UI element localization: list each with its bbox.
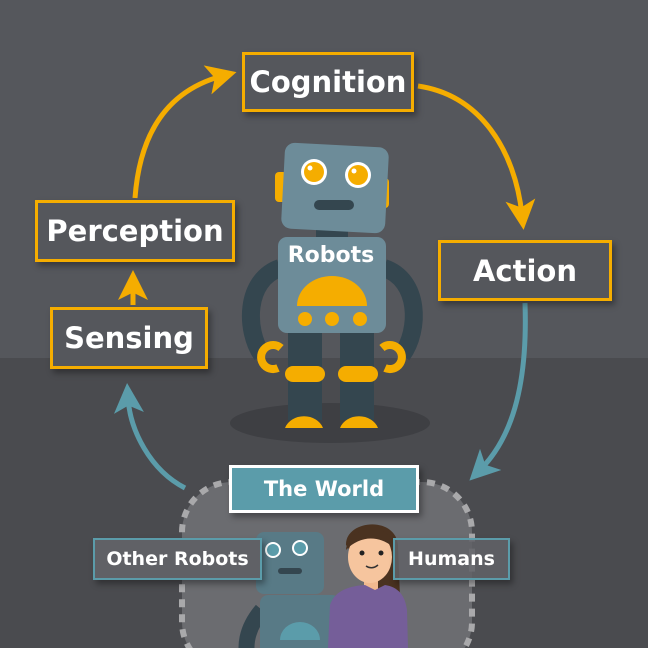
arrow-world-to-sensing — [113, 383, 187, 491]
robot-illustration — [230, 142, 430, 443]
arrow-perception-to-cognition — [132, 65, 237, 199]
sensing-label: Sensing — [64, 321, 194, 355]
other-robot-illustration — [238, 532, 340, 648]
action-box: Action — [438, 240, 612, 301]
arrow-cognition-to-action — [417, 83, 536, 230]
cognition-box: Cognition — [242, 52, 414, 112]
cognition-label: Cognition — [249, 65, 407, 99]
human-illustration — [328, 524, 408, 648]
other-robots-label: Other Robots — [106, 548, 249, 570]
action-label: Action — [472, 253, 577, 288]
humans-box: Humans — [393, 538, 510, 580]
the-world-label: The World — [263, 477, 385, 501]
arrow-action-to-world — [469, 302, 528, 481]
perception-box: Perception — [35, 200, 235, 262]
sensing-box: Sensing — [50, 307, 208, 369]
perception-label: Perception — [46, 214, 224, 248]
humans-label: Humans — [408, 548, 495, 570]
the-world-box: The World — [229, 465, 419, 513]
other-robots-box: Other Robots — [93, 538, 262, 580]
robots-label: Robots — [287, 243, 375, 268]
